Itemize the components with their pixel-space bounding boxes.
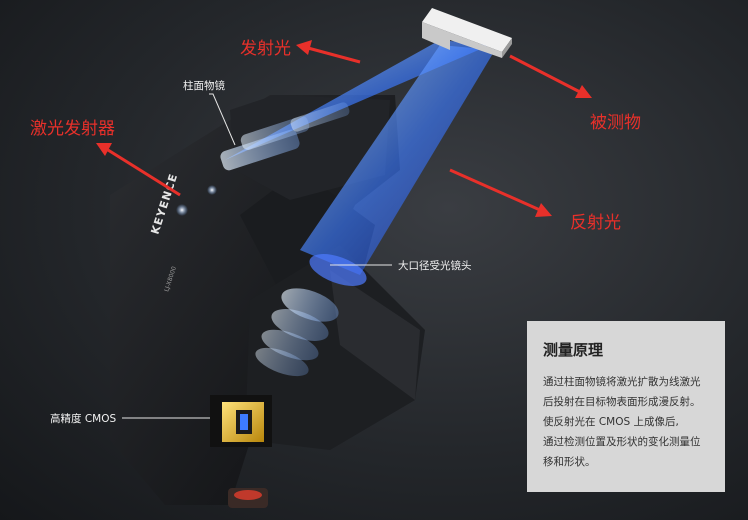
reflected-laser-beam [300, 45, 495, 275]
panel-text-line: 通过柱面物镜将激光扩散为线激光 [543, 376, 701, 388]
label-large-aperture-lens: 大口径受光镜头 [398, 260, 472, 272]
label-cmos: 高精度 CMOS [50, 413, 117, 425]
annotation-arrows [96, 40, 592, 217]
laser-emitter-glow [176, 204, 188, 216]
panel-text-line: 后投射在目标物表面形成漫反射。 [543, 396, 701, 408]
panel-text-line: 移和形状。 [543, 456, 596, 468]
label-target-object: 被测物 [590, 113, 641, 133]
receiver-lens-stack [255, 254, 367, 377]
panel-text-line: 通过检测位置及形状的变化测量位 [543, 436, 701, 448]
label-laser-emitter: 激光发射器 [30, 119, 115, 139]
label-reflected-light: 反射光 [570, 213, 621, 233]
laser-emitter-glow-2 [207, 185, 217, 195]
leader-lines [122, 93, 392, 419]
panel-title: 测量原理 [543, 341, 604, 359]
cmos-sensor [210, 395, 272, 447]
panel-text-line: 使反射光在 CMOS 上成像后, [543, 416, 679, 428]
measurement-principle-panel: 测量原理 通过柱面物镜将激光扩散为线激光 后投射在目标物表面形成漫反射。 使反射… [527, 321, 725, 492]
label-cylindrical-lens: 柱面物镜 [183, 80, 225, 92]
target-object [422, 8, 512, 58]
label-emitted-light: 发射光 [240, 39, 291, 59]
cylindrical-lens [220, 102, 350, 171]
